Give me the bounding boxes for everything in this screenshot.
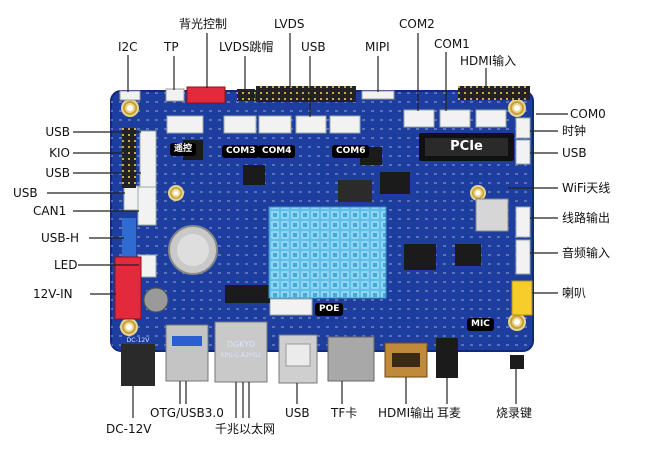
hdmi-out-port-inner xyxy=(392,353,420,367)
chip xyxy=(404,244,436,270)
label-tp: TP xyxy=(164,40,179,54)
label-wifi: WiFi天线 xyxy=(562,181,611,195)
label-ethernet: 千兆以太网 xyxy=(215,422,276,436)
usb-port-slot xyxy=(285,343,311,367)
label-can1: CAN1 xyxy=(33,204,67,218)
com4-tag: COM4 xyxy=(258,145,296,158)
label-hdmi-out: HDMI输出 xyxy=(378,406,435,420)
i2c-connector xyxy=(119,90,141,101)
lvds-header xyxy=(256,86,356,102)
label-usb-left2: USB xyxy=(45,166,70,180)
label-speaker: 喇叭 xyxy=(562,286,587,300)
label-lvds: LVDS xyxy=(274,17,305,31)
tp-connector xyxy=(165,88,185,102)
backlight-connector xyxy=(186,86,226,104)
label-usb-h: USB-H xyxy=(41,231,79,245)
power-connector xyxy=(114,256,142,320)
label-tf: TF卡 xyxy=(331,406,358,420)
dc-jack xyxy=(121,344,155,386)
chip xyxy=(225,285,270,303)
label-com2: COM2 xyxy=(399,17,435,31)
earphone-jack xyxy=(436,338,458,378)
label-i2c: I2C xyxy=(118,40,138,54)
label-lvds-jumper: LVDS跳帽 xyxy=(219,40,274,54)
model-silkscreen: KPU-C-A2YG2 xyxy=(220,352,262,359)
power-silkscreen: DC-12V xyxy=(126,337,150,344)
speaker-connector xyxy=(511,280,533,316)
label-otg: OTG/USB3.0 xyxy=(150,406,224,420)
label-com1: COM1 xyxy=(434,37,470,51)
pcie-label: PCIe xyxy=(450,139,483,154)
label-flash-key: 烧录键 xyxy=(496,406,533,420)
mounting-holes xyxy=(120,99,526,336)
kio-header xyxy=(122,128,136,188)
wifi-module xyxy=(475,198,509,232)
usb3-port xyxy=(165,324,209,382)
label-line-out: 线路输出 xyxy=(562,211,611,225)
capacitor xyxy=(143,287,169,313)
label-usb-right: USB xyxy=(562,146,587,160)
hdmi-in-header xyxy=(458,86,530,100)
mic-tag: MIC xyxy=(467,318,494,331)
ethernet-port xyxy=(214,321,268,383)
brand-silkscreen: DGKYD xyxy=(226,340,256,349)
tf-card-slot xyxy=(327,336,375,382)
label-usb-left3: USB xyxy=(13,186,38,200)
label-com0: COM0 xyxy=(570,107,606,121)
chip xyxy=(243,165,265,185)
poe-tag: POE xyxy=(315,303,344,316)
com3-tag: COM3 xyxy=(222,145,260,158)
remote-tag: 遥控 xyxy=(170,143,197,156)
memory-chip xyxy=(380,172,410,194)
com6-tag: COM6 xyxy=(332,145,370,158)
usb-h-header xyxy=(122,218,136,260)
heatsink xyxy=(268,206,387,299)
label-usb-top: USB xyxy=(301,40,326,54)
label-usb-bottom: USB xyxy=(285,406,310,420)
mipi-connector xyxy=(361,90,395,100)
label-led: LED xyxy=(54,258,78,272)
label-backlight: 背光控制 xyxy=(179,17,228,31)
label-mipi: MIPI xyxy=(365,40,390,54)
flash-key xyxy=(510,355,524,369)
label-hdmi-in: HDMI输入 xyxy=(460,54,517,68)
label-clock: 时钟 xyxy=(562,124,587,138)
pcie-slot-inner xyxy=(425,138,508,156)
label-dc: DC-12V xyxy=(106,422,152,436)
lvds-jumper xyxy=(237,89,255,101)
usb3-port-slot xyxy=(172,336,202,346)
leader-lines xyxy=(47,33,568,418)
label-earphone: 耳麦 xyxy=(437,406,462,420)
label-usb-left1: USB xyxy=(45,125,70,139)
label-kio: KIO xyxy=(49,146,70,160)
processor xyxy=(338,180,372,202)
label-audio-in: 音频输入 xyxy=(562,246,611,260)
chip xyxy=(455,244,481,266)
white-connectors xyxy=(123,109,531,316)
label-power-in: 12V-IN xyxy=(33,287,73,301)
